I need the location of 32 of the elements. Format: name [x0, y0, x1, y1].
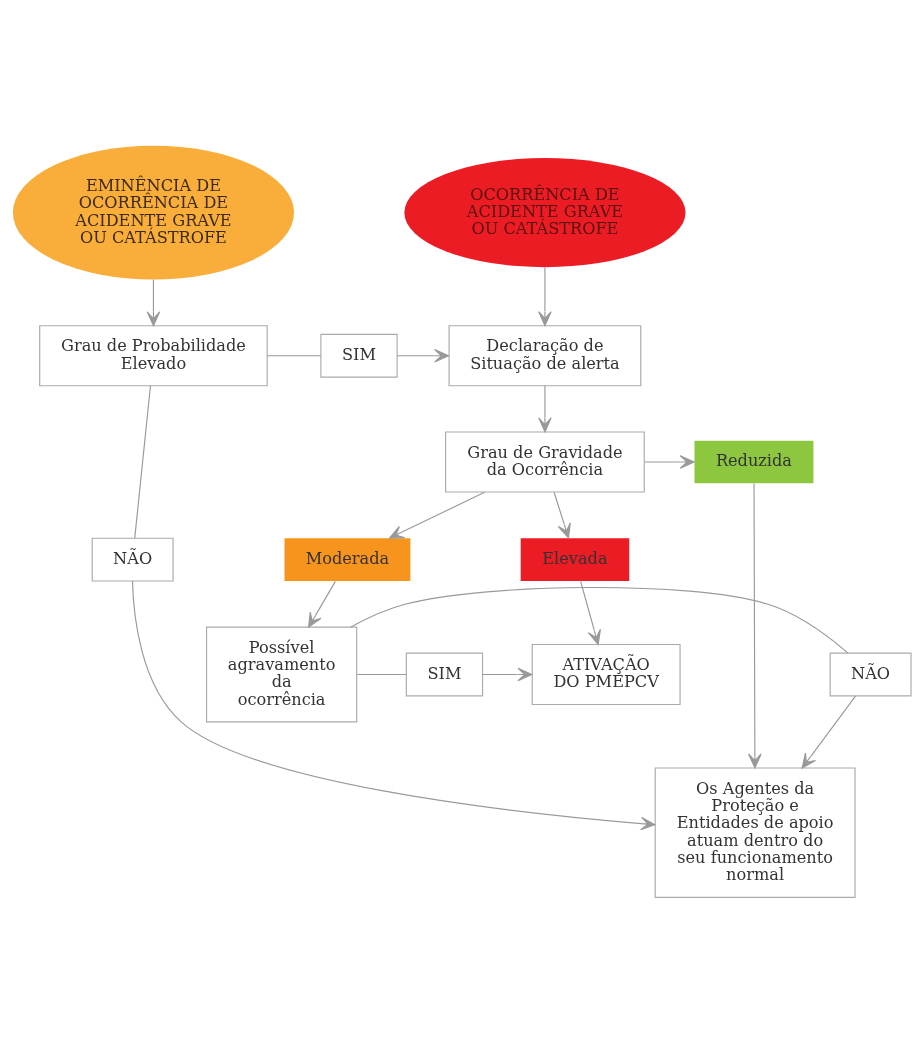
node-box: Grau de Probabilidade Elevado: [39, 325, 268, 387]
node-box: NÃO: [91, 537, 174, 582]
node-ellipse: EMINÊNCIA DE OCORRÊNCIA DE ACIDENTE GRAVE OU CATÁSTROFE: [12, 145, 295, 280]
arrow: [396, 348, 450, 363]
connector: [266, 355, 322, 357]
arrow: [389, 491, 486, 539]
arrow: [748, 482, 762, 769]
node-box: Declaração de Situação de alerta: [448, 325, 642, 387]
arrow: [643, 455, 695, 469]
arrow: [146, 279, 161, 327]
node-box: SIM: [405, 652, 484, 697]
arrow: [538, 266, 552, 327]
node-ellipse: OCORRÊNCIA DE ACIDENTE GRAVE OU CATÁSTROFE: [404, 158, 686, 268]
node-box: Os Agentes da Proteção e Entidades de apoio atuam dentro do seu funcionamento normal: [654, 767, 856, 898]
connector: [350, 586, 849, 654]
arrow: [553, 491, 571, 539]
node-box: Elevada: [520, 538, 630, 581]
connector: [134, 385, 152, 539]
node-box: Grau de Gravidade da Ocorrência: [445, 431, 645, 493]
connector: [356, 673, 407, 676]
arrow: [308, 580, 336, 628]
node-box: ATIVAÇÃO DO PMEPCV: [531, 643, 681, 706]
node-box: SIM: [320, 333, 398, 378]
node-box: NÃO: [829, 652, 912, 697]
arrow: [131, 580, 656, 831]
arrow: [580, 580, 601, 645]
node-box: Reduzida: [694, 440, 814, 484]
arrow: [538, 385, 552, 433]
node-box: Moderada: [284, 538, 411, 581]
arrow: [801, 695, 857, 769]
arrow: [482, 667, 533, 682]
node-box: Possível agravamento da ocorrência: [206, 626, 358, 723]
